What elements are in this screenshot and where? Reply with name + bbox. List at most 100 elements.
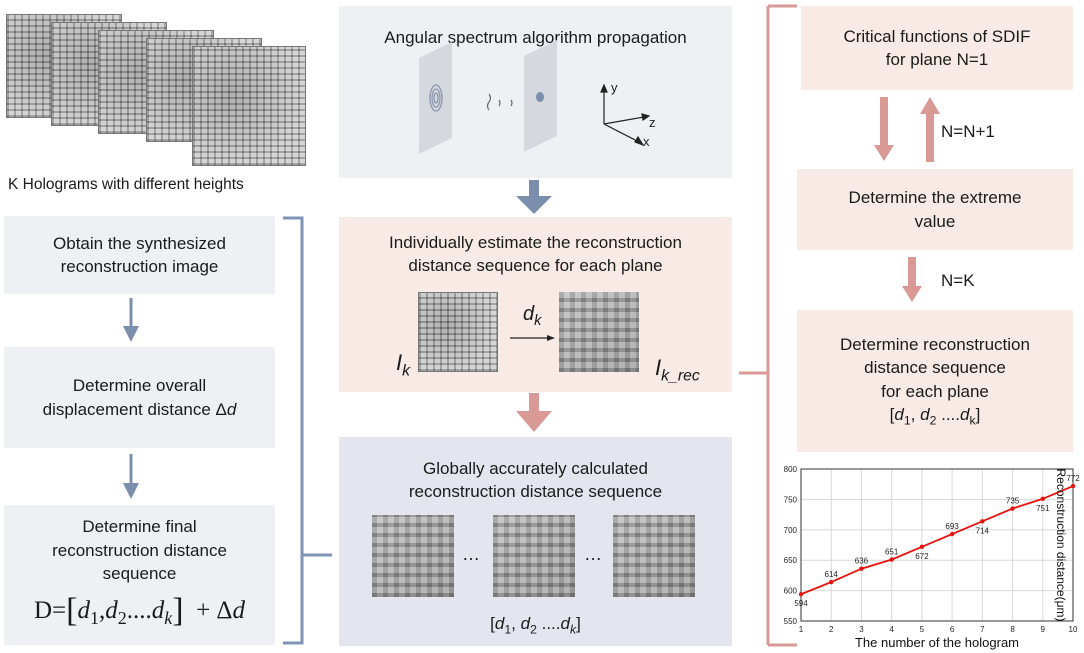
x-tick-label: 2	[829, 625, 834, 634]
bracket: ]	[975, 405, 981, 425]
math-var: d	[520, 614, 531, 633]
series-line	[800, 485, 1074, 596]
hologram-caption: K Holograms with different heights	[8, 176, 244, 193]
plot-area	[800, 468, 1074, 622]
box-text: reconstruction image	[60, 257, 219, 276]
math-var: d	[960, 405, 970, 425]
left-bracket	[283, 216, 332, 645]
ellipsis-2: …	[584, 544, 602, 564]
data-point	[1040, 496, 1045, 501]
data-point	[889, 557, 894, 562]
plot-border	[800, 468, 1074, 622]
data-label: 672	[915, 552, 929, 561]
final-formula: D=[d1,d2....dk] + Δd	[34, 591, 246, 629]
data-label: 651	[885, 548, 899, 557]
ellipsis-1: …	[462, 544, 480, 564]
extreme-value-box: Determine the extreme value	[797, 169, 1073, 250]
arrow-up-loop	[920, 97, 940, 162]
separator: ,	[910, 405, 921, 425]
math-var: d	[894, 405, 904, 425]
data-point	[829, 579, 834, 585]
data-label: 735	[1006, 497, 1020, 506]
dk-label: dk	[523, 303, 541, 329]
box-text: value	[914, 211, 956, 231]
x-tick-label: 3	[859, 625, 864, 634]
x-tick-label: 5	[920, 625, 925, 634]
data-point	[859, 566, 864, 571]
math-var: d	[232, 596, 246, 624]
math-var: d	[920, 405, 930, 425]
bracket: [	[889, 405, 895, 425]
box-title: Angular spectrum algorithm propagation	[384, 28, 687, 47]
box-text: Individually estimate the reconstruction	[389, 233, 682, 252]
math-sub: 1	[89, 607, 99, 628]
math-sub: k	[569, 622, 577, 637]
box-text: for each plane	[881, 381, 989, 401]
data-label: 614	[825, 570, 839, 579]
formula-suffix: + Δ	[196, 596, 233, 624]
hologram-ik-image	[418, 292, 498, 372]
y-tick-label: 600	[784, 587, 798, 596]
data-label: 714	[976, 526, 990, 535]
reconstructed-image-3	[613, 515, 695, 597]
box-text: sequence	[102, 564, 177, 584]
hologram-plane	[419, 42, 452, 154]
final-distance-box: Determine final reconstruction distance …	[4, 505, 275, 645]
arrow-right-dk	[510, 335, 555, 341]
math-var: I	[396, 350, 403, 375]
dots: ....	[536, 614, 561, 633]
math-sub: 1	[504, 622, 512, 637]
math-sub: 2	[929, 413, 937, 428]
center-sequence: [d1, d2 ....dk]	[339, 614, 732, 636]
box-text: reconstruction distance	[52, 540, 227, 560]
synthesized-image-box: Obtain the synthesized reconstruction im…	[4, 216, 275, 294]
math-sub: 1	[903, 413, 911, 428]
nk-label: N=K	[941, 271, 975, 290]
separator: ,	[511, 614, 521, 633]
ikrec-label: Ik_rec	[655, 355, 700, 385]
data-point	[798, 592, 804, 597]
data-point	[949, 531, 955, 537]
x-tick-label: 10	[1069, 625, 1078, 634]
math-var: d	[77, 596, 90, 624]
y-tick-label: 750	[784, 495, 798, 504]
box-text: Globally accurately calculated	[423, 459, 648, 478]
formula-dots: ....	[126, 596, 152, 624]
bracket: [	[490, 614, 495, 633]
math-var: d	[523, 303, 535, 325]
x-axis-label: The number of the hologram	[855, 635, 1019, 650]
y-tick-label: 650	[784, 556, 798, 565]
arrow-down-2	[123, 454, 139, 499]
critical-functions-box: Critical functions of SDIF for plane N=1	[801, 6, 1073, 90]
y-tick-label: 550	[784, 617, 798, 626]
fringe-ring	[429, 84, 443, 112]
box-text: Determine final	[82, 517, 197, 537]
dots: ....	[936, 405, 961, 425]
x-tick-label: 4	[889, 625, 894, 634]
overall-displacement-box: Determine overall displacement distance …	[4, 347, 275, 448]
right-bracket	[739, 4, 797, 647]
fringe-ring	[431, 88, 441, 108]
math-sub: 2	[117, 607, 127, 628]
data-label: 693	[945, 522, 959, 531]
arrow-down-1	[123, 298, 139, 342]
y-axis-label: Reconstruction distance(μm)	[1054, 469, 1068, 622]
box-text: displacement distance Δd	[43, 398, 237, 421]
box-text: Obtain the synthesized	[53, 233, 226, 253]
data-point	[980, 519, 985, 524]
x-tick-label: 7	[980, 625, 985, 634]
bracket: ]	[576, 614, 581, 633]
box-text: for plane N=1	[885, 50, 989, 69]
arrow-down-loop	[874, 97, 894, 161]
wave-squiggle	[486, 93, 492, 111]
wave-squiggle	[510, 99, 513, 107]
axis-z-label: z	[649, 115, 656, 130]
math-var: d	[226, 399, 237, 419]
x-tick-label: 6	[950, 625, 955, 634]
math-var: d	[494, 614, 505, 633]
focus-spot	[536, 92, 544, 102]
data-label: 594	[794, 599, 808, 608]
